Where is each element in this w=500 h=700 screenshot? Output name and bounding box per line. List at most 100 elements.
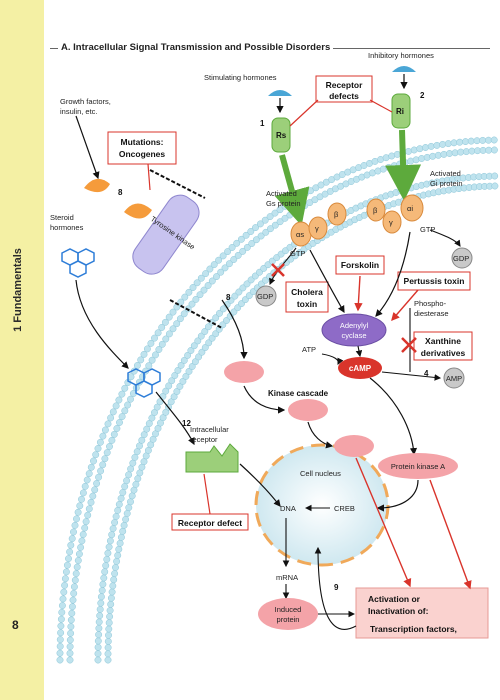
membrane-bead: [94, 637, 102, 645]
membrane-bead: [162, 335, 170, 343]
kinase-cascade-label: Kinase cascade: [268, 389, 329, 398]
membrane-bead: [98, 587, 106, 594]
mutations-label-1: Mutations:: [121, 137, 164, 147]
membrane-bead: [78, 495, 85, 503]
membrane-bead: [66, 649, 74, 657]
membrane-bead: [87, 498, 95, 506]
membrane-bead: [130, 486, 138, 494]
membrane-bead: [228, 244, 236, 251]
membrane-bead: [161, 318, 169, 326]
membrane-bead: [197, 274, 205, 282]
membrane-bead: [179, 377, 187, 385]
membrane-bead: [311, 196, 319, 204]
membrane-bead: [82, 518, 90, 526]
membrane-bead: [77, 543, 85, 551]
membrane-bead: [67, 616, 75, 624]
membrane-bead: [94, 656, 102, 664]
membrane-bead: [267, 225, 274, 233]
rs-label: Rs: [276, 131, 287, 140]
membrane-bead: [191, 358, 199, 366]
mutations-box: [107, 131, 177, 165]
growth-factors-label-2: insulin, etc.: [60, 107, 98, 116]
membrane-bead: [185, 367, 193, 375]
inhibitory-hormone-icon: [392, 66, 416, 72]
membrane-bead: [143, 345, 151, 353]
membrane-bead: [104, 549, 112, 557]
membrane-bead: [137, 356, 145, 364]
intracellular-receptor: [185, 443, 239, 473]
forskolin-box: [335, 255, 385, 275]
membrane-bead: [221, 264, 229, 272]
membrane-bead: [102, 562, 110, 570]
membrane-bead: [197, 332, 205, 340]
membrane-bead: [123, 477, 131, 485]
induced-protein-label-2: protein: [277, 615, 300, 624]
membrane-bead: [243, 280, 251, 288]
membrane-bead: [174, 366, 182, 374]
membrane-bead: [112, 402, 120, 410]
membrane-bead: [165, 330, 173, 338]
chapter-sidebar: 1 Fundamentals 8: [0, 0, 44, 700]
membrane-bead: [96, 438, 104, 446]
membrane-bead: [68, 609, 76, 617]
membrane-bead: [70, 589, 78, 597]
membrane-bead: [61, 575, 69, 583]
membrane-bead: [103, 449, 111, 457]
membrane-bead: [176, 315, 184, 323]
cholera-label-1: Cholera: [291, 287, 323, 297]
membrane-bead: [71, 576, 79, 584]
membrane-bead: [151, 334, 158, 342]
gtp-i-label: GTP: [420, 225, 435, 234]
membrane-bead: [169, 325, 177, 333]
membrane-bead: [202, 270, 210, 278]
membrane-bead: [467, 137, 475, 145]
alpha-i-label: αi: [407, 204, 413, 213]
membrane-bead: [188, 300, 196, 308]
membrane-bead: [92, 451, 100, 459]
membrane-bead: [104, 637, 112, 645]
membrane-bead: [266, 213, 274, 221]
membrane-bead: [185, 288, 193, 296]
membrane-bead: [231, 292, 239, 300]
membrane-bead: [491, 172, 499, 180]
membrane-bead: [62, 568, 70, 576]
growth-factor-ligand: [84, 178, 110, 193]
membrane-bead: [418, 155, 426, 162]
membrane-bead: [410, 146, 418, 154]
membrane-bead: [61, 581, 69, 589]
membrane-bead: [158, 324, 166, 331]
membrane-bead: [58, 608, 66, 616]
membrane-bead: [90, 457, 97, 465]
membrane-bead: [99, 432, 107, 440]
membrane-bead: [128, 492, 136, 500]
membrane-bead: [485, 136, 492, 144]
receptor-defects-box: [315, 75, 373, 103]
membrane-bead: [56, 636, 64, 644]
membrane-bead: [158, 340, 166, 348]
membrane-bead: [133, 362, 141, 369]
membrane-bead: [73, 563, 81, 571]
mutations-label-2: Oncogenes: [119, 149, 166, 159]
step-4: 4: [424, 369, 429, 378]
membrane-bead: [129, 459, 137, 467]
membrane-bead: [433, 141, 441, 149]
camp-label: cAMP: [349, 364, 372, 373]
membrane-bead: [490, 136, 498, 144]
membrane-bead: [114, 551, 122, 559]
membrane-bead: [107, 594, 115, 602]
membrane-bead: [57, 622, 65, 630]
membrane-bead: [95, 473, 103, 481]
protein-kinase-a-label: Protein kinase A: [391, 462, 445, 471]
membrane-bead: [95, 618, 103, 626]
membrane-bead: [65, 555, 72, 563]
membrane-bead: [168, 377, 176, 385]
membrane-bead: [252, 236, 260, 244]
membrane-bead: [66, 636, 74, 644]
membrane-bead: [106, 443, 113, 450]
cell-nucleus-label: Cell nucleus: [300, 469, 341, 478]
steroid-hormone-icon: [61, 248, 95, 278]
membrane-bead: [93, 480, 101, 487]
membrane-bead: [56, 649, 64, 657]
membrane-cut-bottom: [169, 299, 223, 329]
membrane-bead: [237, 235, 245, 243]
